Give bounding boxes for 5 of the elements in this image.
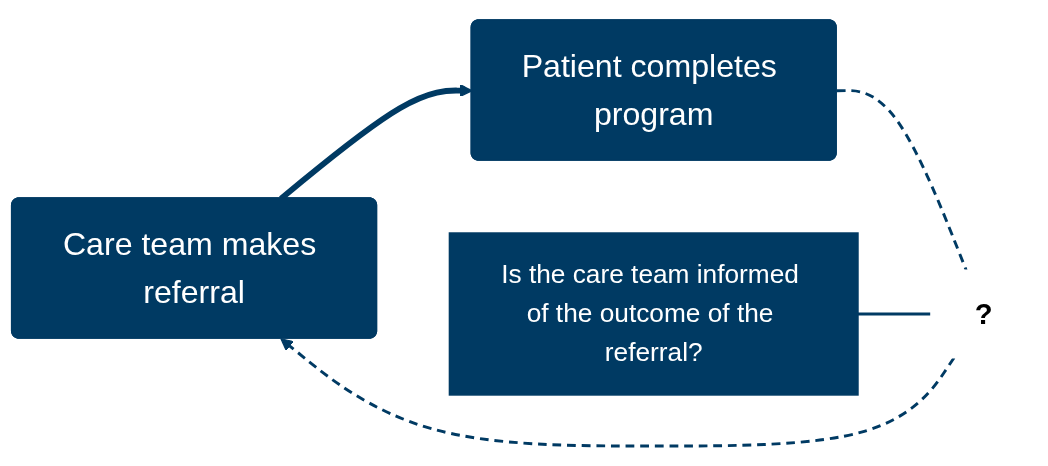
- node-box: Is the care team informed of the outcome of the referral?: [448, 232, 859, 396]
- connector: [836, 89, 968, 271]
- connector: [858, 312, 931, 316]
- node-text: ?: [974, 297, 993, 331]
- arrow: [280, 338, 956, 448]
